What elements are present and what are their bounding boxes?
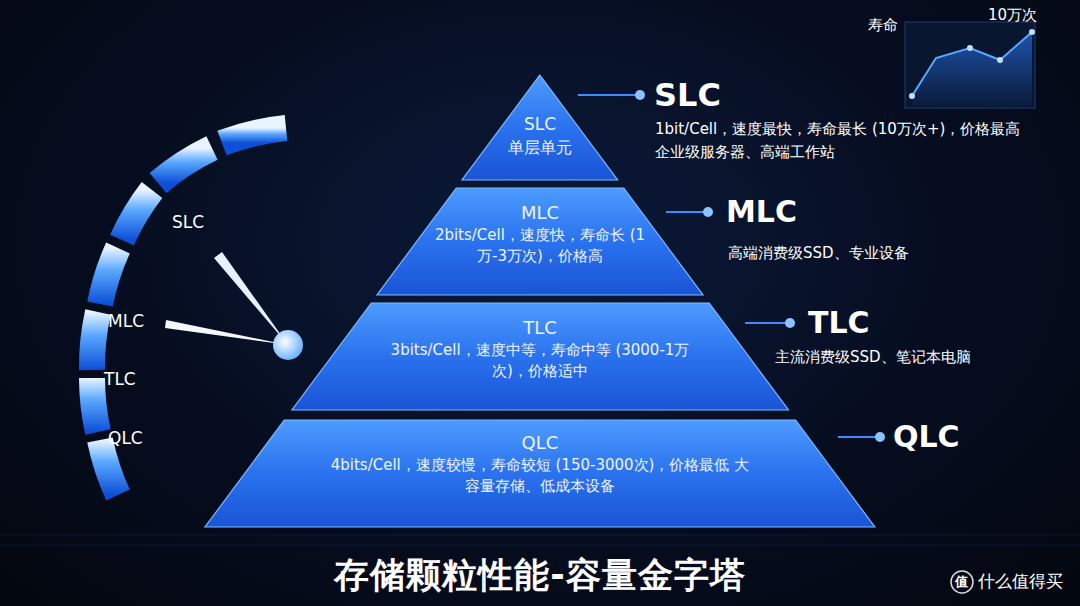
band-fill (462, 75, 618, 180)
watermark-logo (951, 571, 973, 593)
grid-lines (0, 535, 1080, 545)
callout-title: QLC (893, 419, 960, 455)
band-body: 4bits/Cell，速度较慢，寿命较短 (150-3000次)，价格最低 大容… (325, 455, 755, 497)
band-text: SLC单层单元 (462, 113, 618, 159)
band-body: 单层单元 (480, 137, 600, 159)
band-fill (292, 303, 788, 410)
band-heading: MLC (377, 200, 703, 225)
band-heading: SLC (462, 113, 618, 137)
callout-title: TLC (808, 305, 870, 341)
axis-value: 10万次 (988, 6, 1037, 24)
gauge-label: QLC (108, 428, 143, 448)
callout-text: 企业级服务器、高端工作站 (655, 143, 835, 161)
band-text: QLC4bits/Cell，速度较慢，寿命较短 (150-3000次)，价格最低… (205, 430, 875, 497)
gauge-label: TLC (104, 369, 136, 389)
diagram-title: 存储颗粒性能-容量金字塔 (0, 552, 1080, 599)
band-body: 3bits/Cell，速度中等，寿命中等 (3000-1万次)，价格适中 (390, 340, 690, 382)
gauge-label: MLC (108, 311, 144, 331)
band-text: MLC2bits/Cell，速度快，寿命长 (1万-3万次)，价格高 (377, 200, 703, 267)
callout-text: 1bit/Cell，速度最快，寿命最长 (10万次+)，价格最高 (655, 120, 1020, 138)
band-body: 2bits/Cell，速度快，寿命长 (1万-3万次)，价格高 (425, 225, 655, 267)
band-fill (205, 420, 875, 527)
pyramid-band: SLC单层单元 (462, 75, 618, 180)
band-fill (377, 188, 703, 295)
band-heading: QLC (205, 430, 875, 455)
pyramid-band: TLC3bits/Cell，速度中等，寿命中等 (3000-1万次)，价格适中 (292, 303, 788, 410)
watermark-logo-text: 值 (955, 574, 968, 590)
lifespan-chart (905, 22, 1035, 108)
band-heading: TLC (292, 315, 788, 340)
callout-text: 主流消费级SSD、笔记本电脑 (775, 348, 971, 366)
band-text: TLC3bits/Cell，速度中等，寿命中等 (3000-1万次)，价格适中 (292, 315, 788, 382)
gauge-label: SLC (172, 212, 204, 232)
callout-text: 高端消费级SSD、专业设备 (728, 244, 909, 262)
callout-title: MLC (726, 194, 797, 230)
gauge-needle (165, 252, 303, 360)
axis-label: 寿命 (868, 16, 898, 34)
pyramid-band: QLC4bits/Cell，速度较慢，寿命较短 (150-3000次)，价格最低… (205, 420, 875, 527)
pyramid-band: MLC2bits/Cell，速度快，寿命长 (1万-3万次)，价格高 (377, 188, 703, 295)
watermark: 什么值得买 (978, 571, 1063, 591)
gauge-arc (92, 128, 286, 495)
callout-title: SLC (654, 76, 721, 114)
